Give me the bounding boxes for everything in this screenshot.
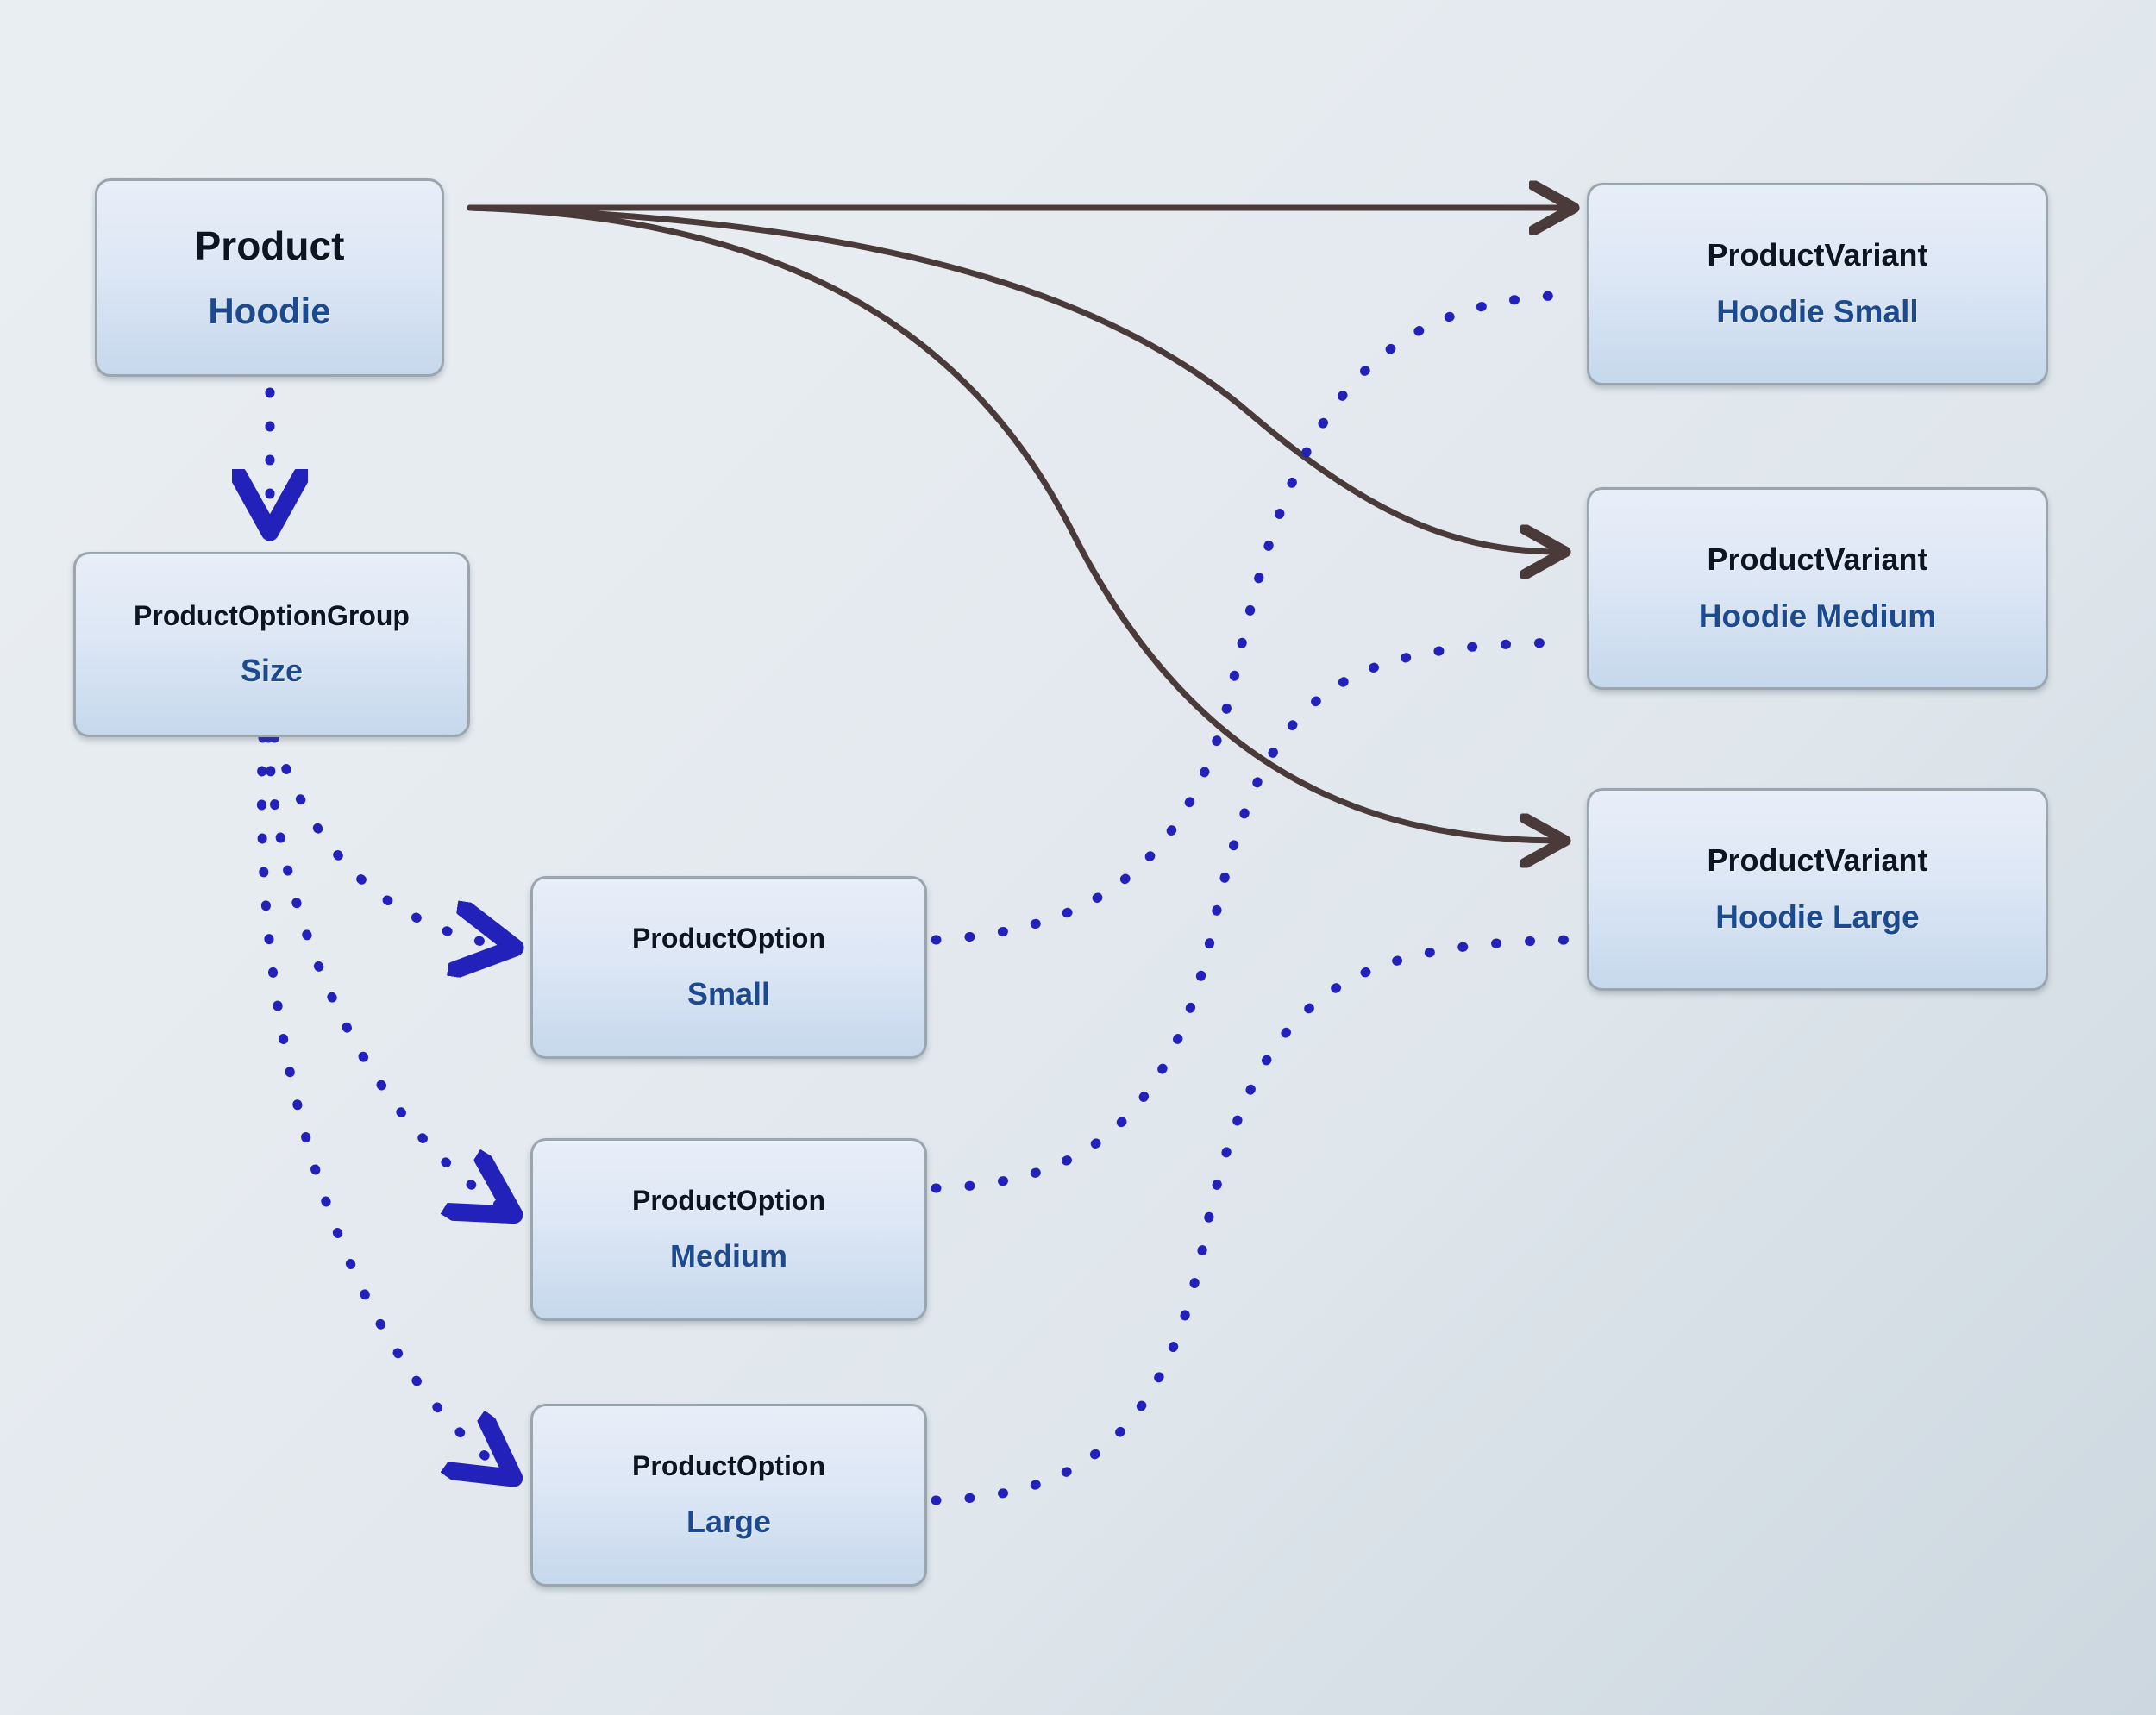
edge-option-medium-to-variant-medium [931,637,1575,1193]
node-product-variant-medium-subtitle: Hoodie Medium [1698,598,1937,634]
edge-option-large-to-variant-large [931,935,1575,1505]
node-product-option-medium[interactable]: ProductOption Medium [530,1138,927,1321]
node-product[interactable]: Product Hoodie [95,178,444,377]
node-product-variant-small-title: ProductVariant [1707,237,1928,273]
node-product-option-medium-subtitle: Medium [669,1237,787,1274]
node-product-title: Product [194,222,345,268]
node-product-option-medium-title: ProductOption [632,1185,825,1217]
node-product-variant-small-subtitle: Hoodie Small [1716,293,1919,329]
node-product-option-small[interactable]: ProductOption Small [530,876,927,1059]
node-product-variant-medium[interactable]: ProductVariant Hoodie Medium [1587,487,2048,690]
node-product-subtitle: Hoodie [208,291,331,332]
node-product-option-group[interactable]: ProductOptionGroup Size [73,552,470,737]
node-product-option-small-title: ProductOption [632,923,825,955]
edge-option-group-to-option-small [269,732,509,947]
node-product-option-large-subtitle: Large [686,1503,772,1539]
edge-option-group-to-option-medium [263,732,509,1211]
node-product-variant-small[interactable]: ProductVariant Hoodie Small [1587,183,2048,385]
node-product-variant-large-title: ProductVariant [1707,842,1928,879]
edge-option-small-to-variant-small [931,290,1575,945]
edge-product-to-variant-medium [467,204,1561,552]
node-product-option-large[interactable]: ProductOption Large [530,1404,927,1587]
edge-product-to-variant-large [467,204,1561,841]
edge-option-group-to-option-large [256,732,509,1474]
node-product-variant-large[interactable]: ProductVariant Hoodie Large [1587,788,2048,991]
node-product-option-large-title: ProductOption [632,1450,825,1482]
node-product-variant-large-subtitle: Hoodie Large [1715,898,1920,935]
node-product-option-group-title: ProductOptionGroup [134,599,410,631]
node-product-variant-medium-title: ProductVariant [1707,541,1928,578]
node-product-option-group-subtitle: Size [240,653,304,689]
node-product-option-small-subtitle: Small [686,975,771,1011]
